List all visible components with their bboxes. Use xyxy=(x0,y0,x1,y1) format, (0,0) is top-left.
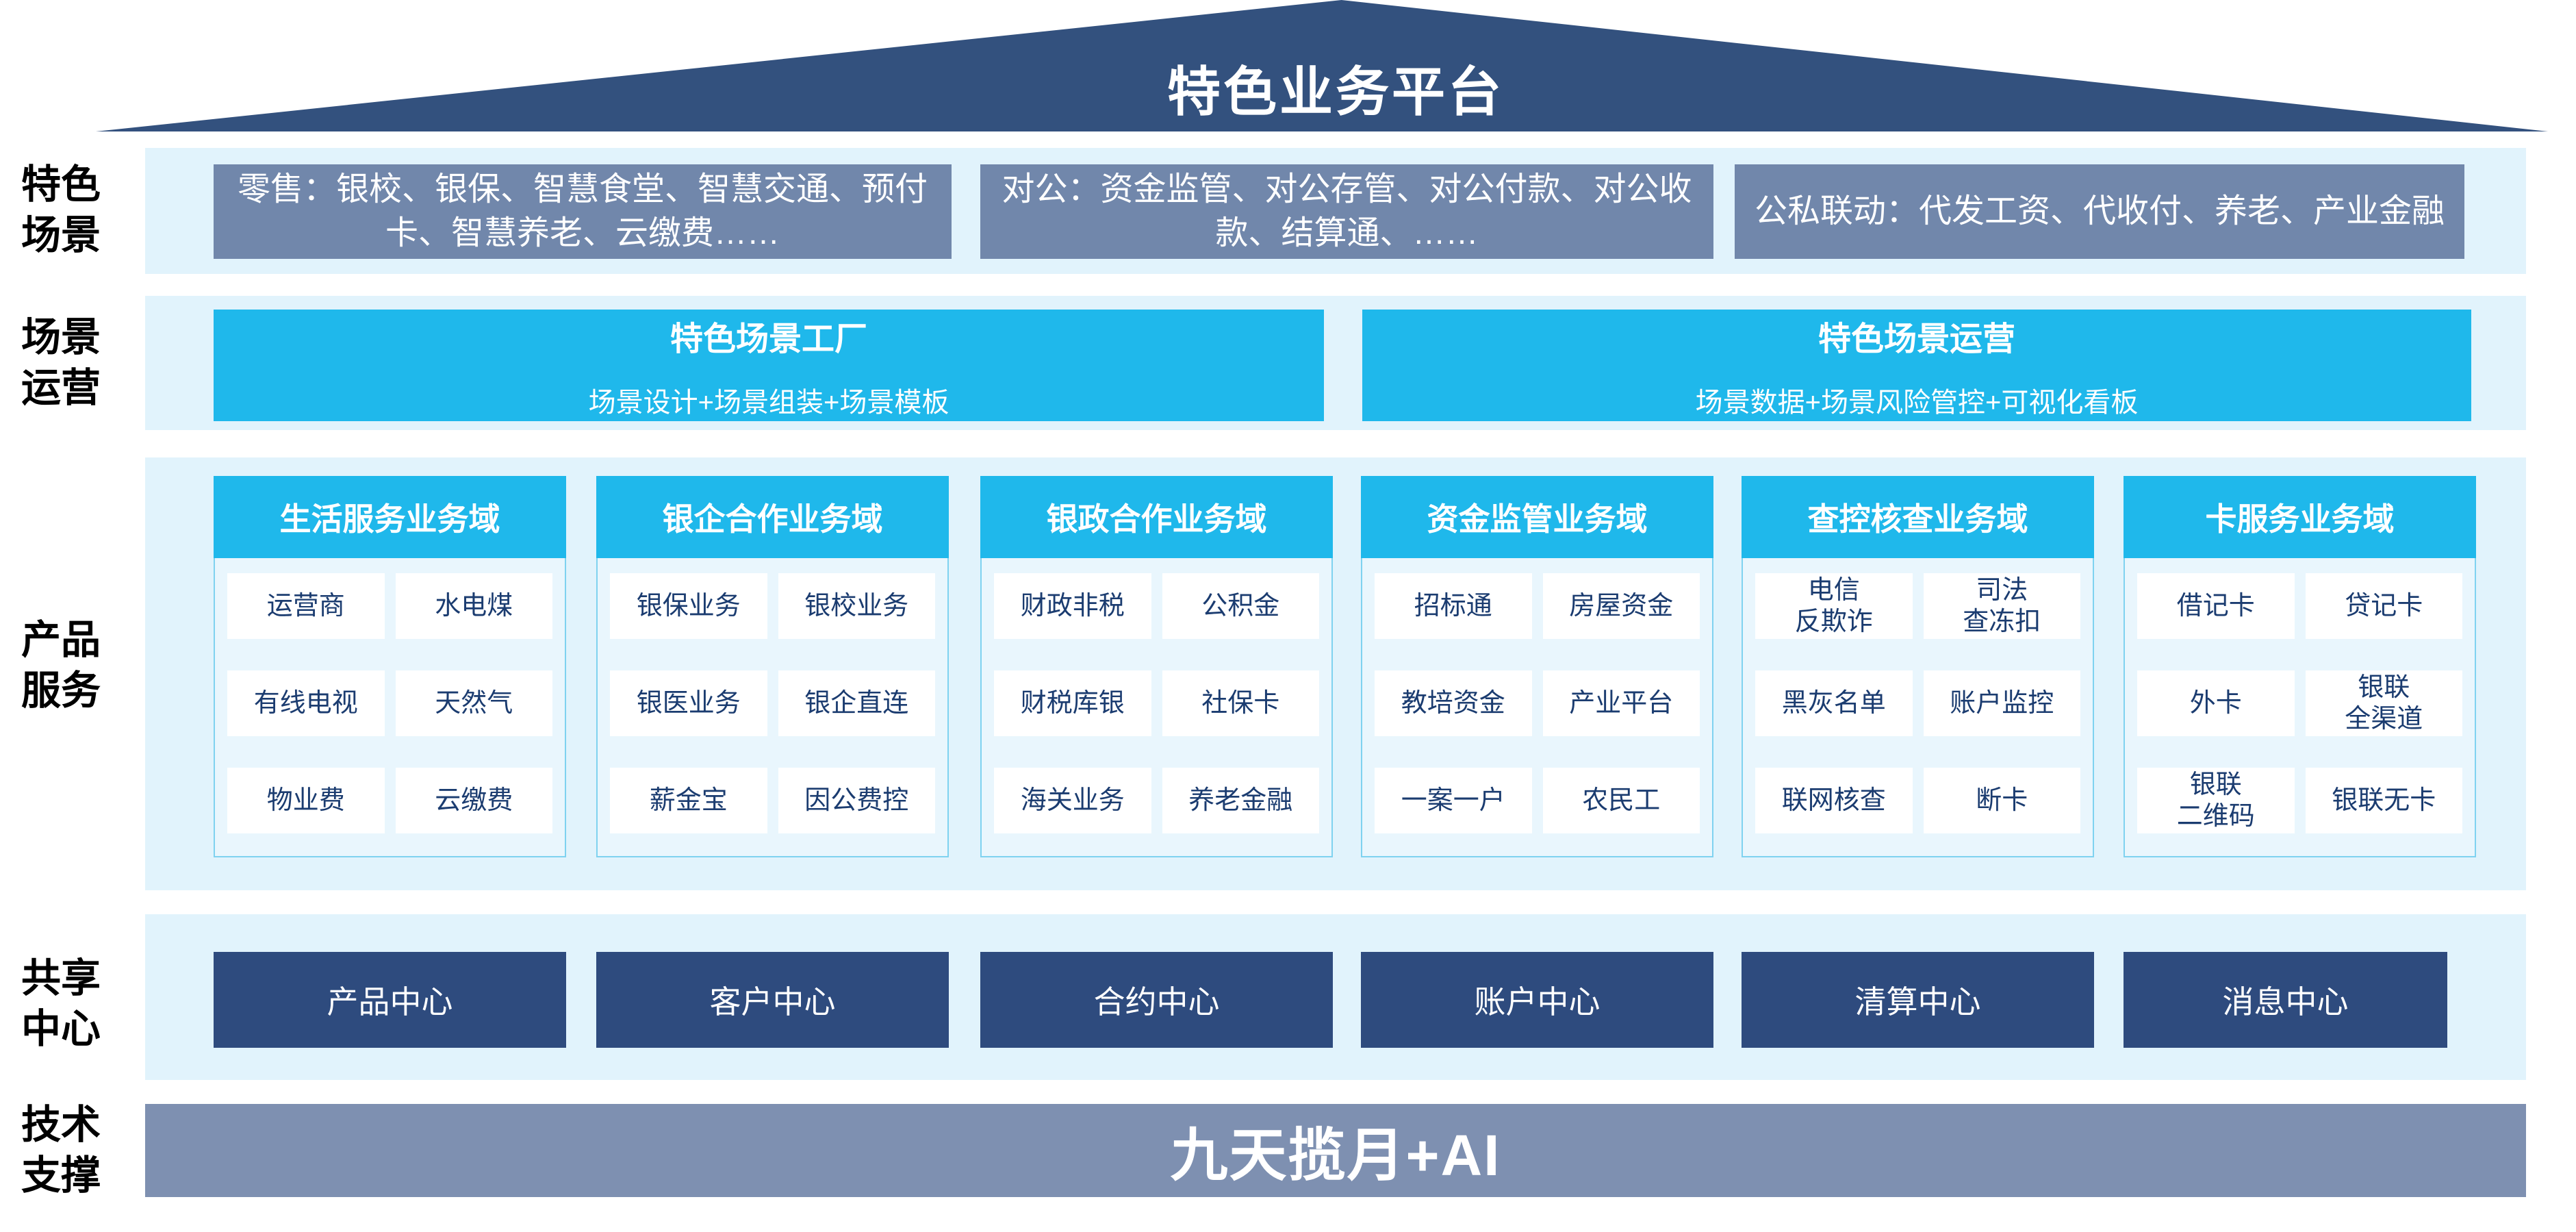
operation-band: 特色场景工厂 场景设计+场景组装+场景模板 特色场景运营 场景数据+场景风险管控… xyxy=(145,296,2526,430)
center-box-customer: 客户中心 xyxy=(596,952,949,1048)
product-cell: 贷记卡 xyxy=(2305,573,2462,639)
side-label-operations: 场景 运营 xyxy=(21,315,101,410)
scenario-factory-title: 特色场景工厂 xyxy=(669,320,867,357)
products-band: 生活服务业务域 运营商 水电煤 有线电视 天然气 物业费 云缴费 银企合作业务域… xyxy=(145,457,2526,890)
side-label-shared-centers: 共享 中心 xyxy=(21,956,101,1051)
product-cell: 断卡 xyxy=(1923,768,2080,833)
product-cell: 有线电视 xyxy=(227,670,385,736)
scenario-band: 零售：银校、银保、智慧食堂、智慧交通、预付卡、智慧养老、云缴费…… 对公：资金监… xyxy=(145,148,2526,274)
column-header: 生活服务业务域 xyxy=(214,476,566,558)
column-body: 财政非税 公积金 财税库银 社保卡 海关业务 养老金融 xyxy=(980,558,1333,857)
product-cell: 一案一户 xyxy=(1375,768,1532,833)
center-box-contract: 合约中心 xyxy=(980,952,1333,1048)
column-header: 资金监管业务域 xyxy=(1361,476,1713,558)
product-cell: 教培资金 xyxy=(1375,670,1532,736)
product-column-card-services: 卡服务业务域 借记卡 贷记卡 外卡 银联 全渠道 银联 二维码 银联无卡 xyxy=(2124,476,2476,857)
center-box-account: 账户中心 xyxy=(1361,952,1713,1048)
column-body: 电信 反欺诈 司法 查冻扣 黑灰名单 账户监控 联网核查 断卡 xyxy=(1742,558,2094,857)
side-label-scenarios: 特色 场景 xyxy=(21,162,101,257)
product-cell: 电信 反欺诈 xyxy=(1755,573,1913,639)
product-cell: 银联 全渠道 xyxy=(2305,670,2462,736)
column-body: 借记卡 贷记卡 外卡 银联 全渠道 银联 二维码 银联无卡 xyxy=(2124,558,2476,857)
column-header: 卡服务业务域 xyxy=(2124,476,2476,558)
tech-support-banner: 九天揽月+AI xyxy=(145,1104,2526,1197)
scenario-box-retail: 零售：银校、银保、智慧食堂、智慧交通、预付卡、智慧养老、云缴费…… xyxy=(214,164,952,259)
side-label-products: 产品 服务 xyxy=(21,618,101,713)
product-cell: 运营商 xyxy=(227,573,385,639)
product-cell: 海关业务 xyxy=(994,768,1151,833)
product-cell: 银企直连 xyxy=(778,670,935,736)
column-header: 银政合作业务域 xyxy=(980,476,1333,558)
column-body: 银保业务 银校业务 银医业务 银企直连 薪金宝 因公费控 xyxy=(596,558,949,857)
product-cell: 借记卡 xyxy=(2137,573,2295,639)
product-cell: 产业平台 xyxy=(1542,670,1700,736)
product-column-fund-supervision: 资金监管业务域 招标通 房屋资金 教培资金 产业平台 一案一户 农民工 xyxy=(1361,476,1713,857)
scenario-operation-subtitle: 场景数据+场景风险管控+可视化看板 xyxy=(1695,387,2139,418)
product-column-bank-government: 银政合作业务域 财政非税 公积金 财税库银 社保卡 海关业务 养老金融 xyxy=(980,476,1333,857)
center-box-message: 消息中心 xyxy=(2124,952,2447,1048)
product-cell: 黑灰名单 xyxy=(1755,670,1913,736)
center-box-clearing: 清算中心 xyxy=(1742,952,2094,1048)
product-column-life-services: 生活服务业务域 运营商 水电煤 有线电视 天然气 物业费 云缴费 xyxy=(214,476,566,857)
scenario-operation-box: 特色场景运营 场景数据+场景风险管控+可视化看板 xyxy=(1362,310,2471,421)
product-cell: 银联无卡 xyxy=(2305,768,2462,833)
product-cell: 银医业务 xyxy=(610,670,767,736)
scenario-factory-box: 特色场景工厂 场景设计+场景组装+场景模板 xyxy=(214,310,1324,421)
shared-centers-band: 产品中心 客户中心 合约中心 账户中心 清算中心 消息中心 xyxy=(145,914,2526,1080)
product-column-bank-enterprise: 银企合作业务域 银保业务 银校业务 银医业务 银企直连 薪金宝 因公费控 xyxy=(596,476,949,857)
column-body: 运营商 水电煤 有线电视 天然气 物业费 云缴费 xyxy=(214,558,566,857)
scenario-operation-title: 特色场景运营 xyxy=(1818,320,2015,357)
product-cell: 社保卡 xyxy=(1162,670,1319,736)
product-cell: 外卡 xyxy=(2137,670,2295,736)
center-box-product: 产品中心 xyxy=(214,952,566,1048)
column-body: 招标通 房屋资金 教培资金 产业平台 一案一户 农民工 xyxy=(1361,558,1713,857)
product-cell: 账户监控 xyxy=(1923,670,2080,736)
scenario-box-corporate: 对公：资金监管、对公存管、对公付款、对公收款、结算通、…… xyxy=(980,164,1713,259)
product-cell: 农民工 xyxy=(1542,768,1700,833)
product-cell: 物业费 xyxy=(227,768,385,833)
scenario-box-public-private: 公私联动：代发工资、代收付、养老、产业金融 xyxy=(1735,164,2464,259)
product-cell: 银保业务 xyxy=(610,573,767,639)
product-cell: 公积金 xyxy=(1162,573,1319,639)
side-label-tech-support: 技术 支撑 xyxy=(21,1103,101,1198)
column-header: 查控核查业务域 xyxy=(1742,476,2094,558)
product-cell: 因公费控 xyxy=(778,768,935,833)
product-cell: 财政非税 xyxy=(994,573,1151,639)
product-column-inquiry-control: 查控核查业务域 电信 反欺诈 司法 查冻扣 黑灰名单 账户监控 联网核查 断卡 xyxy=(1742,476,2094,857)
scenario-factory-subtitle: 场景设计+场景组装+场景模板 xyxy=(588,387,949,418)
platform-title: 特色业务平台 xyxy=(1166,62,1504,122)
product-cell: 联网核查 xyxy=(1755,768,1913,833)
product-cell: 云缴费 xyxy=(395,768,552,833)
product-cell: 天然气 xyxy=(395,670,552,736)
product-cell: 薪金宝 xyxy=(610,768,767,833)
product-cell: 水电煤 xyxy=(395,573,552,639)
product-cell: 财税库银 xyxy=(994,670,1151,736)
product-cell: 银校业务 xyxy=(778,573,935,639)
column-header: 银企合作业务域 xyxy=(596,476,949,558)
product-cell: 银联 二维码 xyxy=(2137,768,2295,833)
product-cell: 司法 查冻扣 xyxy=(1923,573,2080,639)
product-cell: 招标通 xyxy=(1375,573,1532,639)
product-cell: 房屋资金 xyxy=(1542,573,1700,639)
product-cell: 养老金融 xyxy=(1162,768,1319,833)
